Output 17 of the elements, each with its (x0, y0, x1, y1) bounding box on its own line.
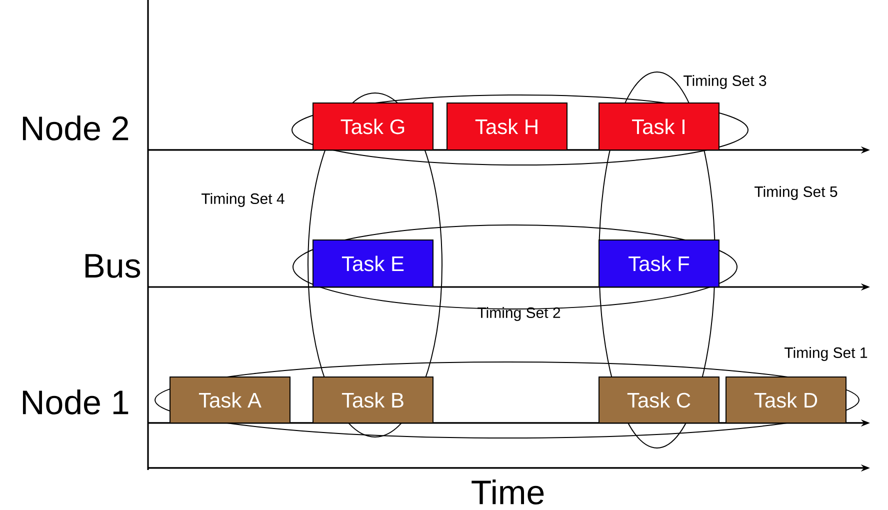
timing-set-label: Timing Set 4 (202, 193, 284, 207)
task-box: Task B (312, 376, 434, 424)
timing-set-label: Timing Set 3 (684, 75, 766, 89)
axis-title: Time (472, 480, 544, 504)
timing-set-label: Timing Set 5 (754, 186, 838, 200)
row-label: Node 2 (22, 116, 128, 140)
task-box: Task A (170, 376, 290, 424)
task-box: Task H (446, 102, 568, 150)
task-box: Task D (726, 376, 846, 424)
row-label: Node 1 (22, 390, 128, 414)
task-box: Task F (598, 239, 720, 288)
task-box: Task I (598, 102, 720, 150)
task-box: Task E (312, 239, 434, 288)
task-box: Task C (598, 376, 720, 424)
task-box: Task G (312, 102, 434, 150)
row-label: Bus (86, 254, 140, 278)
timing-set-label: Timing Set 1 (784, 347, 868, 361)
